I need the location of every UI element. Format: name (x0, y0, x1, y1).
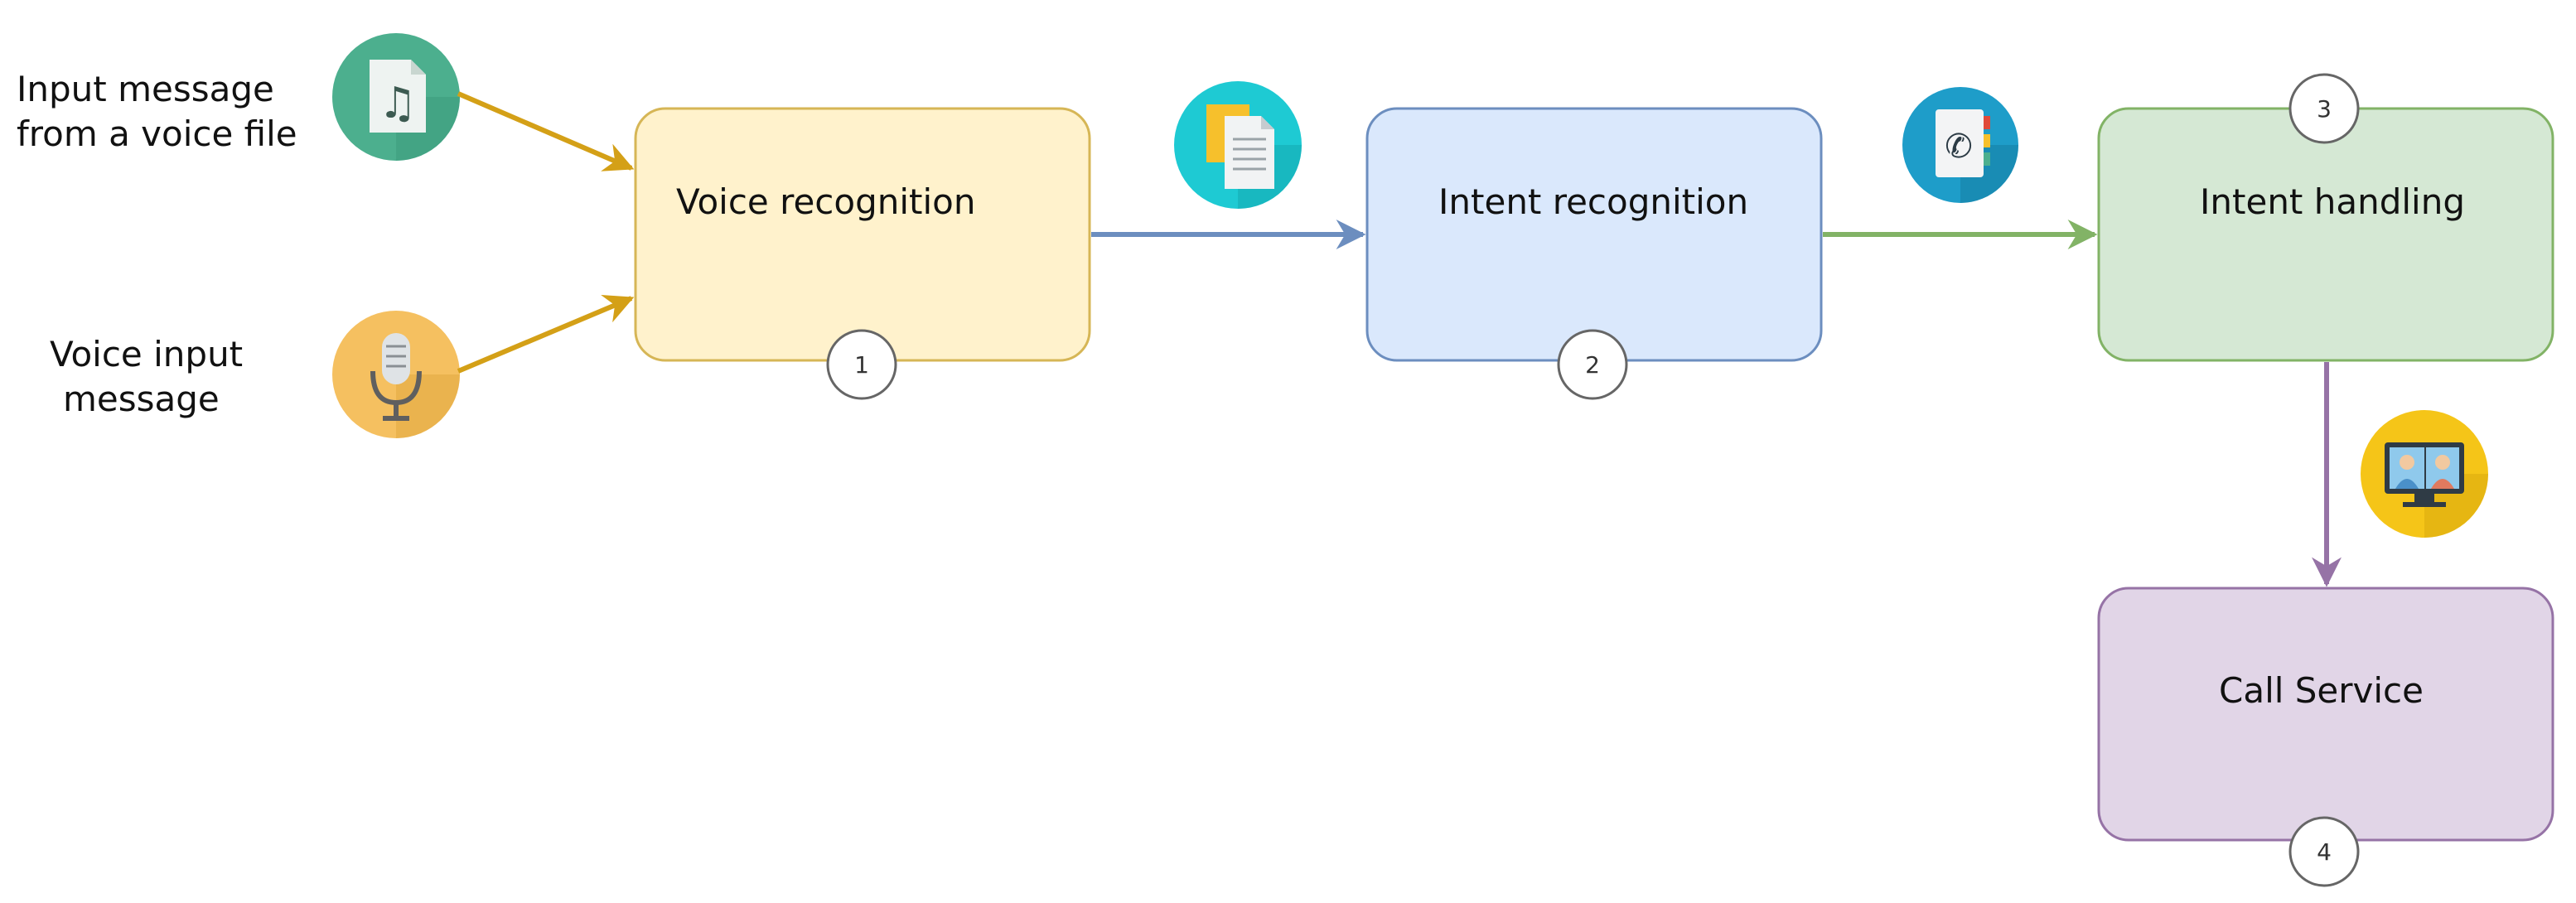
step-number-badge-2 (1557, 329, 1628, 400)
step-call-service-label: Call Service (2219, 670, 2424, 711)
input-voice-label: Voice input message (50, 334, 243, 419)
input-voice-label-line1: Voice input (50, 334, 243, 374)
input-file-label-line1: Input message (17, 69, 274, 109)
step-intent-handling[interactable]: Intent handling 3 (2097, 73, 2554, 362)
step-number-3: 3 (2317, 95, 2332, 123)
phone-book-icon: ✆ (1902, 87, 2018, 203)
svg-text:♫: ♫ (379, 79, 418, 128)
input-voice-label-line2: message (63, 379, 220, 419)
video-conference-icon (2361, 410, 2488, 538)
input-file-label: Input message from a voice file (17, 69, 297, 154)
step-voice-recognition-label: Voice recognition (676, 181, 976, 222)
step-number-1: 1 (854, 351, 869, 379)
input-file-label-line2: from a voice file (17, 113, 297, 154)
arrow-voice-to-voice (457, 294, 635, 374)
step-intent-handling-label: Intent handling (2200, 181, 2465, 222)
step-intent-recognition-label: Intent recognition (1438, 181, 1748, 222)
svg-text:✆: ✆ (1945, 128, 1973, 166)
step-number-badge-3 (2288, 73, 2360, 144)
step-number-badge-1 (826, 329, 897, 400)
arrow-file-to-voice (457, 91, 635, 171)
step-number-badge-4 (2288, 816, 2360, 887)
step-call-service[interactable]: Call Service 4 (2097, 587, 2554, 887)
step-intent-recognition[interactable]: Intent recognition 2 (1365, 107, 1823, 400)
documents-icon (1174, 81, 1302, 209)
step-number-4: 4 (2317, 838, 2332, 866)
microphone-icon (332, 311, 460, 438)
music-file-icon: ♫ (332, 33, 460, 161)
step-voice-recognition[interactable]: Voice recognition 1 (634, 107, 1091, 400)
step-number-2: 2 (1585, 351, 1600, 379)
